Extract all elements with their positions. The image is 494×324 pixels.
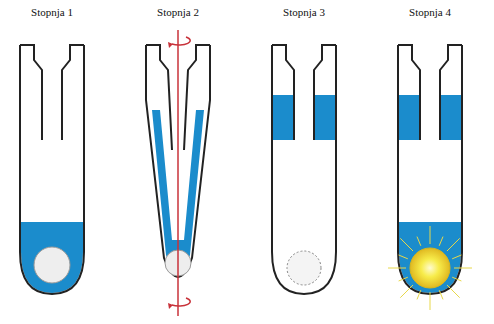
tube-stage-2 bbox=[146, 30, 210, 316]
light-ray bbox=[400, 285, 413, 298]
tube-wall bbox=[20, 45, 84, 294]
liquid bbox=[399, 222, 461, 293]
light-ray bbox=[399, 255, 408, 259]
tube-wall bbox=[272, 45, 336, 294]
stage-label: Stopnja 4 bbox=[409, 6, 451, 18]
light-ray bbox=[417, 237, 421, 246]
bead bbox=[34, 247, 70, 283]
insert-wall bbox=[440, 45, 456, 140]
light-ray bbox=[439, 237, 443, 246]
tube-stage-3 bbox=[272, 45, 336, 294]
liquid bbox=[315, 95, 335, 140]
tube-stage-4 bbox=[388, 45, 472, 310]
light-ray bbox=[447, 285, 460, 298]
insert-wall bbox=[62, 45, 78, 140]
insert-wall bbox=[404, 45, 420, 140]
light-ray bbox=[447, 238, 460, 251]
tube-rim bbox=[398, 44, 462, 46]
light-ray bbox=[430, 226, 431, 244]
tube-rim bbox=[20, 44, 84, 46]
light-ray bbox=[430, 292, 431, 310]
tube-wall bbox=[398, 45, 462, 294]
stage-label: Stopnja 2 bbox=[157, 6, 199, 18]
rotation-axis bbox=[177, 30, 179, 316]
liquid bbox=[273, 95, 293, 140]
insert-wall bbox=[278, 45, 294, 140]
insert-wall bbox=[26, 45, 42, 140]
light-ray bbox=[399, 277, 408, 281]
stage-label: Stopnja 1 bbox=[31, 6, 73, 18]
rotation-arrowhead bbox=[168, 42, 173, 309]
liquid bbox=[399, 95, 419, 140]
tube-rim bbox=[272, 44, 336, 46]
light-ray bbox=[439, 290, 443, 299]
liquid bbox=[441, 95, 461, 140]
stage-label: Stopnja 3 bbox=[283, 6, 325, 18]
light-ray bbox=[388, 268, 406, 269]
light-ray bbox=[417, 290, 421, 299]
light-ray bbox=[454, 268, 472, 269]
light-ray bbox=[452, 277, 461, 281]
rotation-arrow bbox=[172, 37, 190, 306]
light-ray bbox=[400, 238, 413, 251]
glowing-bead bbox=[410, 248, 450, 288]
liquid bbox=[21, 222, 83, 293]
bead bbox=[287, 251, 321, 285]
tube-stage-1 bbox=[20, 45, 84, 294]
insert-wall bbox=[314, 45, 330, 140]
light-ray bbox=[452, 255, 461, 259]
